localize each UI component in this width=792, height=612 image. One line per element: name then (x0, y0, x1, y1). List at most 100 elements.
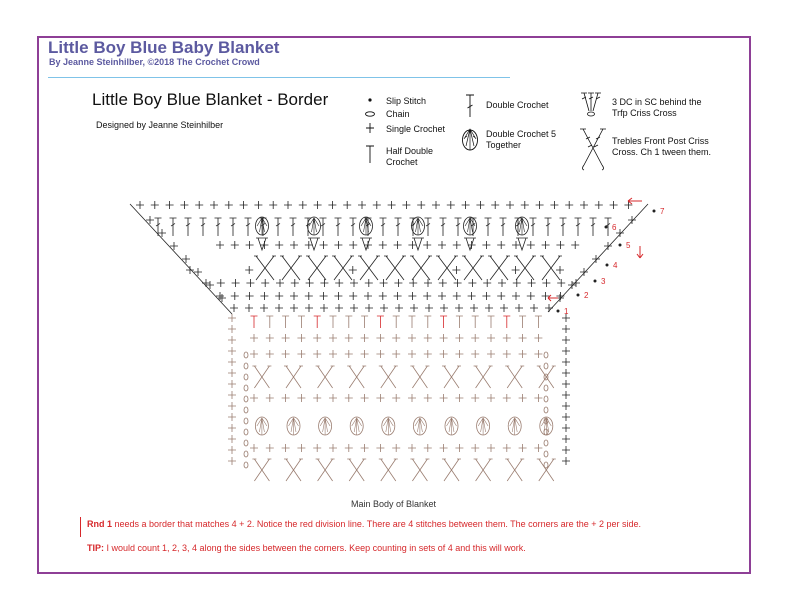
single-crochet-stitch (562, 435, 570, 443)
single-crochet-stitch (520, 201, 529, 209)
single-crochet-stitch (562, 347, 570, 355)
double-crochet-stitch (214, 217, 222, 236)
chain-stitch (543, 384, 549, 392)
single-crochet-stitch (228, 369, 236, 377)
single-crochet-stitch (409, 279, 418, 287)
start-arrow-down (636, 246, 644, 259)
single-crochet-stitch (348, 266, 357, 274)
three-dc-icon (581, 92, 601, 117)
single-crochet-stitch (491, 201, 500, 209)
single-crochet-stitch (360, 394, 369, 402)
single-crochet-stitch (455, 334, 464, 342)
single-crochet-stitch (609, 201, 618, 209)
single-crochet-stitch (349, 292, 358, 300)
dc5tog-stitch (477, 417, 489, 435)
single-crochet-stitch (245, 266, 254, 274)
chain-stitch (543, 406, 549, 414)
chain-stitch (543, 417, 549, 425)
single-crochet-stitch (360, 444, 369, 452)
single-crochet-stitch (534, 394, 543, 402)
double-crochet-stitch (484, 217, 492, 236)
single-crochet-stitch (158, 229, 166, 237)
single-crochet-stitch (319, 241, 328, 249)
chain-stitch (543, 428, 549, 436)
single-crochet-stitch (565, 201, 574, 209)
single-crochet-stitch (275, 241, 284, 249)
single-crochet-stitch (482, 292, 491, 300)
double-crochet-stitch (379, 217, 387, 236)
criss-cross-treble (358, 255, 380, 281)
single-crochet-stitch (518, 334, 527, 342)
single-crochet-stitch (423, 292, 432, 300)
criss-cross-treble (252, 365, 272, 389)
single-crochet-stitch (470, 304, 478, 312)
criss-cross-treble (505, 458, 525, 482)
dc5tog-stitch (446, 417, 457, 435)
single-crochet-stitch (487, 350, 495, 358)
single-crochet-stitch (250, 444, 258, 452)
body-caption: Main Body of Blanket (351, 499, 437, 509)
single-crochet-stitch (245, 292, 254, 300)
single-crochet-stitch (512, 241, 520, 249)
single-crochet-stitch (562, 358, 570, 366)
single-crochet-stitch (245, 241, 254, 249)
single-crochet-stitch (228, 336, 236, 344)
single-crochet-stitch (230, 241, 239, 249)
single-crochet-stitch (562, 391, 570, 399)
single-crochet-stitch (455, 444, 464, 452)
single-crochet-stitch (535, 201, 544, 209)
single-crochet-stitch (313, 350, 322, 358)
half-double-stitch (487, 315, 495, 328)
single-crochet-stitch (305, 304, 313, 312)
single-crochet-stitch (562, 325, 570, 333)
single-crochet-stitch (572, 279, 580, 287)
single-crochet-stitch (471, 334, 480, 342)
criss-cross-treble (462, 255, 484, 281)
criss-cross-treble (436, 255, 458, 281)
single-crochet-stitch (476, 201, 485, 209)
single-crochet-stitch (245, 304, 253, 312)
double-crochet-stitch (304, 217, 312, 236)
dc5tog-stitch (319, 417, 331, 435)
single-crochet-stitch (298, 201, 307, 209)
half-double-stitch (519, 315, 527, 328)
single-crochet-stitch (290, 292, 298, 300)
start-arrow-round2 (547, 294, 558, 302)
single-crochet-stitch (281, 350, 290, 358)
single-crochet-stitch (562, 424, 570, 432)
double-crochet-stitch (244, 217, 252, 236)
criss-cross-treble (410, 365, 430, 389)
single-crochet-stitch (497, 241, 506, 249)
single-crochet-stitch (228, 446, 236, 454)
single-crochet-stitch (228, 358, 236, 366)
criss-cross-treble (514, 255, 536, 281)
single-crochet-stitch (562, 380, 570, 388)
single-crochet-stitch (534, 444, 543, 452)
double-crochet-stitch (184, 217, 192, 236)
single-crochet-stitch (438, 241, 446, 249)
single-crochet-stitch (228, 347, 236, 355)
designer-credit: Designed by Jeanne Steinhilber (96, 120, 224, 130)
single-crochet-stitch (452, 266, 461, 274)
round-number-3: 3 (601, 277, 606, 286)
single-crochet-stitch (378, 292, 387, 300)
criss-cross-treble (283, 365, 304, 389)
single-crochet-stitch (281, 394, 290, 402)
single-crochet-stitch (562, 413, 570, 421)
single-crochet-stitch (439, 350, 448, 358)
single-crochet-stitch (616, 229, 624, 237)
dc5tog-stitch (464, 217, 476, 235)
single-crochet-stitch (424, 279, 432, 287)
double-crochet-stitch (289, 217, 297, 236)
single-crochet-stitch (410, 304, 418, 312)
single-crochet-stitch (228, 413, 236, 421)
tip-note: TIP: I would count 1, 2, 3, 4 along the … (87, 543, 526, 553)
dc5tog-stitch (509, 417, 520, 435)
single-crochet-stitch (439, 394, 448, 402)
criss-cross-treble (347, 365, 367, 389)
trebles-criss-cross-icon (580, 128, 606, 171)
single-crochet-stitch (180, 201, 189, 209)
single-crochet-stitch (438, 279, 447, 287)
